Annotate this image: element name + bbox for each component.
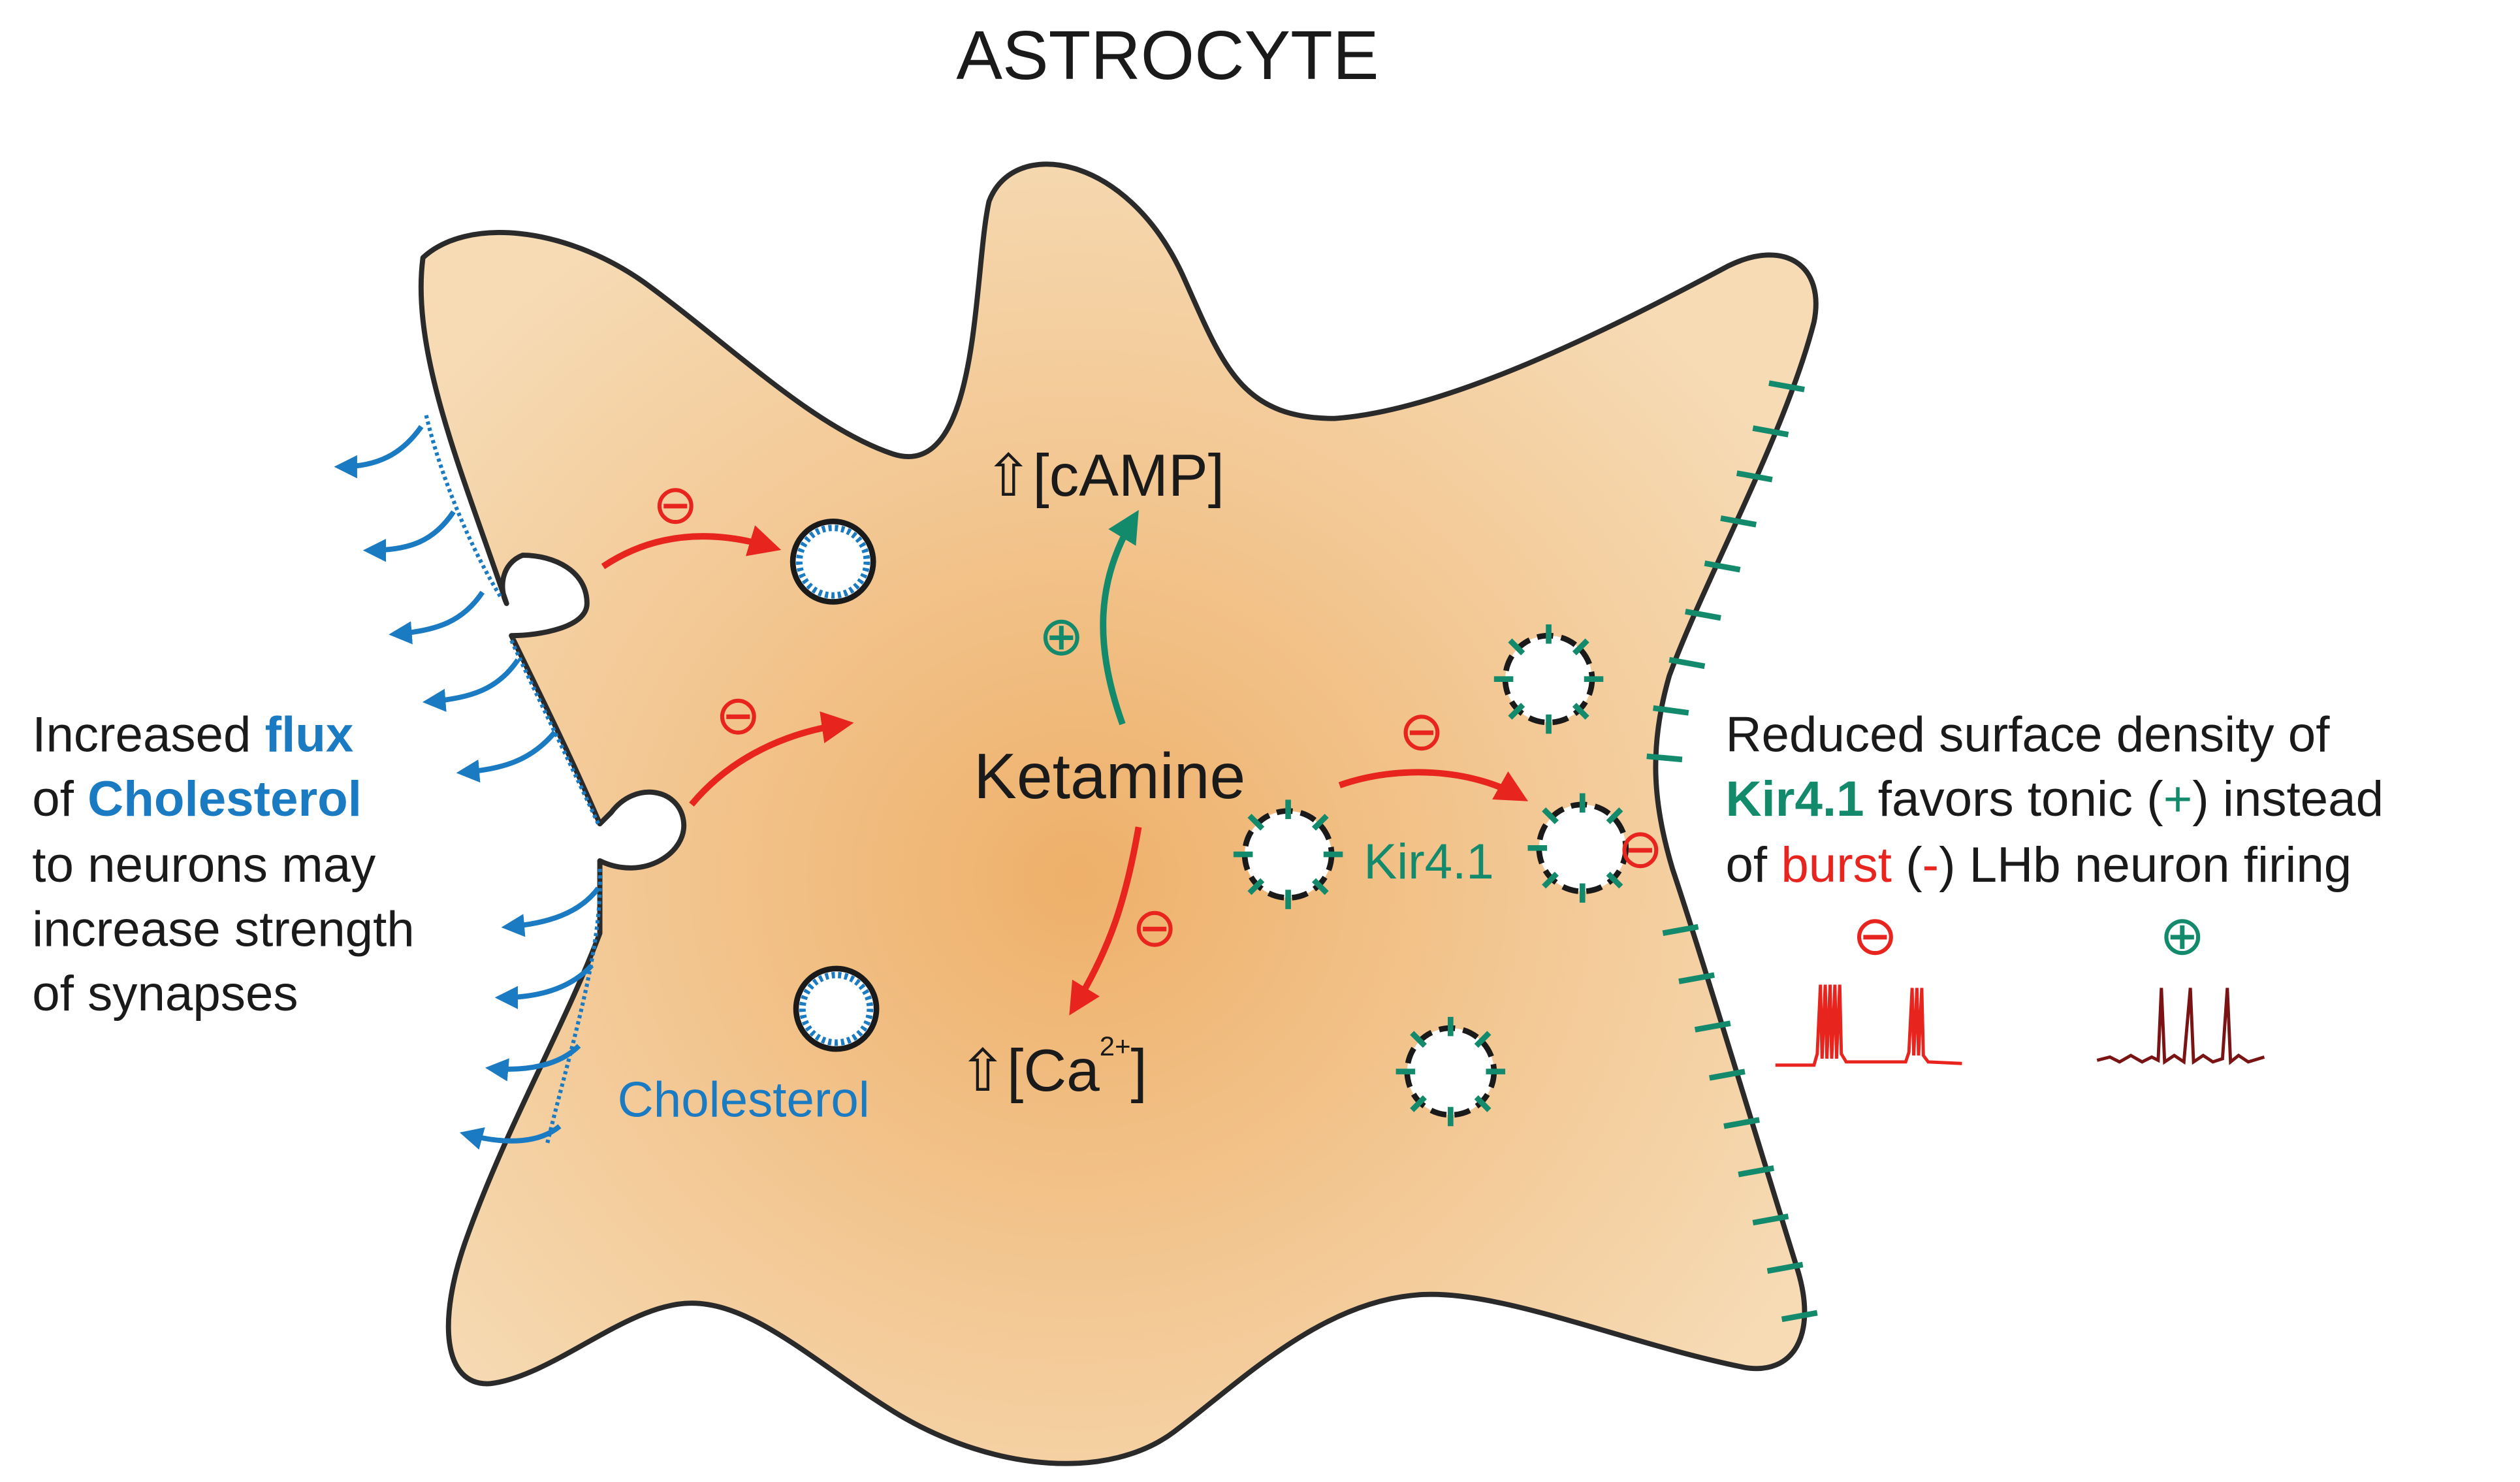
efflux-arrow [389,590,485,645]
astrocyte-cell-body [418,161,1819,1466]
svg-text:of Cholesterol: of Cholesterol [32,771,362,827]
kir-vesicle [1396,1016,1506,1127]
cholesterol-vesicle-coat [796,524,870,599]
calcium-increase-arrow: ⇧ [959,1039,1007,1103]
svg-text:of burst (-) LHb neuron firing: of burst (-) LHb neuron firing [1725,837,2352,893]
minus-sign-calcium: ⊖ [1132,896,1177,958]
kir-vesicle [1493,624,1604,734]
burst-firing-trace [1775,984,1962,1067]
efflux-arrow [362,510,456,562]
cholesterol-efflux-arrows [334,425,601,1150]
plus-sign-camp: ⊕ [1038,605,1084,667]
minus-sign-middle: ⊖ [715,684,761,745]
svg-text:Reduced surface density of: Reduced surface density of [1725,707,2330,763]
cholesterol-vesicle [789,519,876,605]
svg-text:to neurons may: to neurons may [32,837,376,893]
camp-label: ⇧[cAMP] [984,443,1224,509]
kir-vesicle [1233,799,1343,909]
efflux-arrow [456,730,557,783]
burst-minus-sign: ⊖ [1852,905,1898,966]
svg-text:of synapses: of synapses [32,966,298,1022]
left-annotation: Increased flux of Cholesterol to neurons… [32,707,415,1022]
efflux-arrow [494,963,594,1010]
kir-vesicle [1527,793,1629,903]
inhibit-arrow-vesicle-upper [601,525,782,570]
efflux-arrow [501,886,601,937]
efflux-arrow [334,425,424,479]
activate-arrow-camp [1100,509,1139,726]
cholesterol-membrane-middle [509,639,600,825]
cholesterol-label: Cholesterol [618,1072,870,1128]
kir-label: Kir4.1 [1364,834,1493,890]
title: ASTROCYTE [956,17,1379,94]
efflux-arrow [422,658,520,712]
inhibit-arrow-calcium [1069,826,1142,1016]
efflux-arrow [485,1044,581,1082]
minus-sign-kir: ⊖ [1399,700,1444,762]
membrane-kir-channels [1646,380,1818,1323]
right-annotation: Reduced surface density of Kir4.1 favors… [1725,707,2384,893]
minus-sign-upper: ⊖ [652,474,698,535]
calcium-label: ⇧[Ca2+] [959,1031,1147,1104]
inhibit-arrow-kir [1338,769,1529,801]
svg-text:Increased flux: Increased flux [32,707,353,763]
camp-increase-arrow: ⇧ [984,443,1032,508]
inhibit-arrow-vesicle-middle [689,711,854,807]
minus-sign-membrane: ⊖ [1618,818,1663,879]
svg-text:Kir4.1 favors tonic (+) instea: Kir4.1 favors tonic (+) instead [1725,771,2384,827]
efflux-arrow [459,1124,562,1150]
cholesterol-vesicle-coat [799,971,874,1046]
svg-text:increase strength: increase strength [32,901,415,957]
cholesterol-membrane-lower [545,869,602,1146]
tonic-firing-trace [2096,988,2265,1065]
cholesterol-vesicle [793,965,880,1052]
ketamine-label: Ketamine [974,740,1245,812]
cholesterol-membrane-upper [424,415,503,600]
tonic-plus-sign: ⊕ [2160,905,2205,966]
